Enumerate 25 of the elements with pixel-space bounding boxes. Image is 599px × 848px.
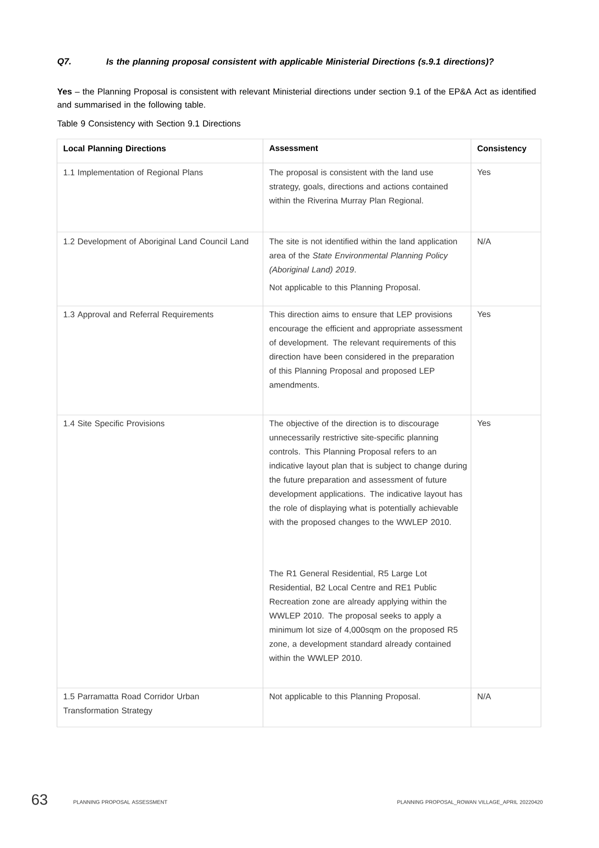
table-cell: N/A bbox=[478, 693, 492, 700]
table-cell: 1.4 Site Specific Provisions bbox=[64, 420, 164, 428]
column-header: Consistency bbox=[478, 145, 526, 153]
page-number: 63 bbox=[32, 794, 48, 805]
table-cell: The objective of the direction is to discourage unnecessarily restrictive site-specific planning controls. This Planning Proposal refers to an indicative layout plan that is subject to change during the future preparation and assessment of future development applications. The indicative layout has the role of displaying what is potentially achievable with the proposed changes to the WWLEP 2010. bbox=[269, 420, 467, 527]
table-cell: 1.1 Implementation of Regional Plans bbox=[64, 169, 203, 177]
table-cell: 1.3 Approval and Referral Requirements bbox=[64, 311, 214, 319]
table-cell: Yes bbox=[477, 169, 490, 175]
table-cell: 1.2 Development of Aboriginal Land Council Land bbox=[64, 238, 248, 246]
table-cell: The proposal is consistent with the land use strategy, goals, directions and actions contained within the Riverina Murray Plan Regional. bbox=[269, 169, 448, 206]
table-cell: Yes bbox=[477, 311, 490, 317]
column-header: Assessment bbox=[269, 145, 318, 151]
question-number: Q7. bbox=[58, 58, 71, 66]
table-cell: Not applicable to this Planning Proposal. bbox=[270, 693, 420, 701]
table-cell: N/A bbox=[478, 238, 492, 244]
column-header: Local Planning Directions bbox=[64, 145, 166, 153]
table-cell: This direction aims to ensure that LEP provisions encourage the efficient and appropriate assessment of development. The relevant requirements of this direction have been considered in the preparation of this Planning Proposal and proposed LEP amendments. bbox=[269, 311, 462, 388]
paragraph: Yes – the Planning Proposal is consistent with relevant Ministerial directions under section 9.1 of the EP&A Act as identified and summarised in the following table. bbox=[57, 88, 536, 110]
table-cell: The R1 General Residential, R5 Large Lot Residential, B2 Local Centre and RE1 Public Recreation zone are already applying within the WWLEP 2010. The proposal seeks to apply a minimum lot size of 4,000sqm on the proposed R5 zone, a development standard already contained within the WWLEP 2010. bbox=[269, 570, 458, 661]
table-cell: Yes bbox=[477, 420, 490, 426]
question-text: Is the planning proposal consistent with applicable Ministerial Directions (s.9.1 directions)? bbox=[106, 58, 494, 66]
table-caption: Table 9 Consistency with Section 9.1 Directions bbox=[57, 120, 240, 128]
table-cell: 1.5 Parramatta Road Corridor Urban Transformation Strategy bbox=[63, 693, 199, 716]
table-cell: The site is not identified within the land application area of the State Environmental Planning Policy (Aboriginal Land) 2019. bbox=[269, 238, 457, 274]
table-cell: Not applicable to this Planning Proposal. bbox=[270, 284, 420, 292]
